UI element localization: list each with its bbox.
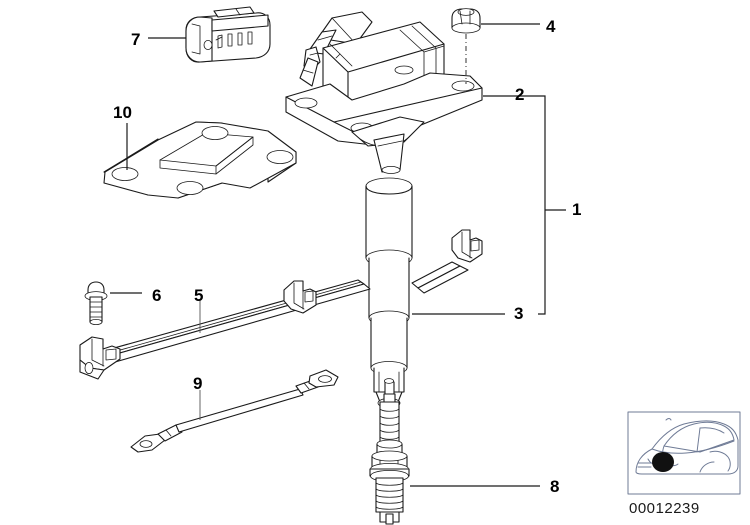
part-ground-strap xyxy=(130,369,339,453)
callout-3: 3 xyxy=(514,304,524,323)
callout-2: 2 xyxy=(515,85,525,104)
part-spark-plug xyxy=(369,378,540,525)
diagram-part-number: 00012239 xyxy=(629,500,700,517)
part-hex-bolt xyxy=(84,281,142,325)
part-ignition-coil xyxy=(285,11,538,174)
part-connector-plug xyxy=(148,6,271,63)
part-ground-rail xyxy=(79,229,483,380)
callout-5: 5 xyxy=(194,286,204,305)
engine-location-dot xyxy=(652,452,674,472)
vehicle-location-inset xyxy=(627,411,741,495)
part-flange-nut xyxy=(451,8,540,84)
callout-1: 1 xyxy=(572,200,582,219)
part-mounting-gasket xyxy=(103,121,297,199)
callout-6: 6 xyxy=(152,286,162,305)
callout-9: 9 xyxy=(193,374,203,393)
callout-8: 8 xyxy=(550,477,560,496)
callout-10: 10 xyxy=(113,103,132,122)
callout-7: 7 xyxy=(131,30,141,49)
callout-4: 4 xyxy=(546,17,556,36)
assembly-bracket-1 xyxy=(538,95,566,315)
